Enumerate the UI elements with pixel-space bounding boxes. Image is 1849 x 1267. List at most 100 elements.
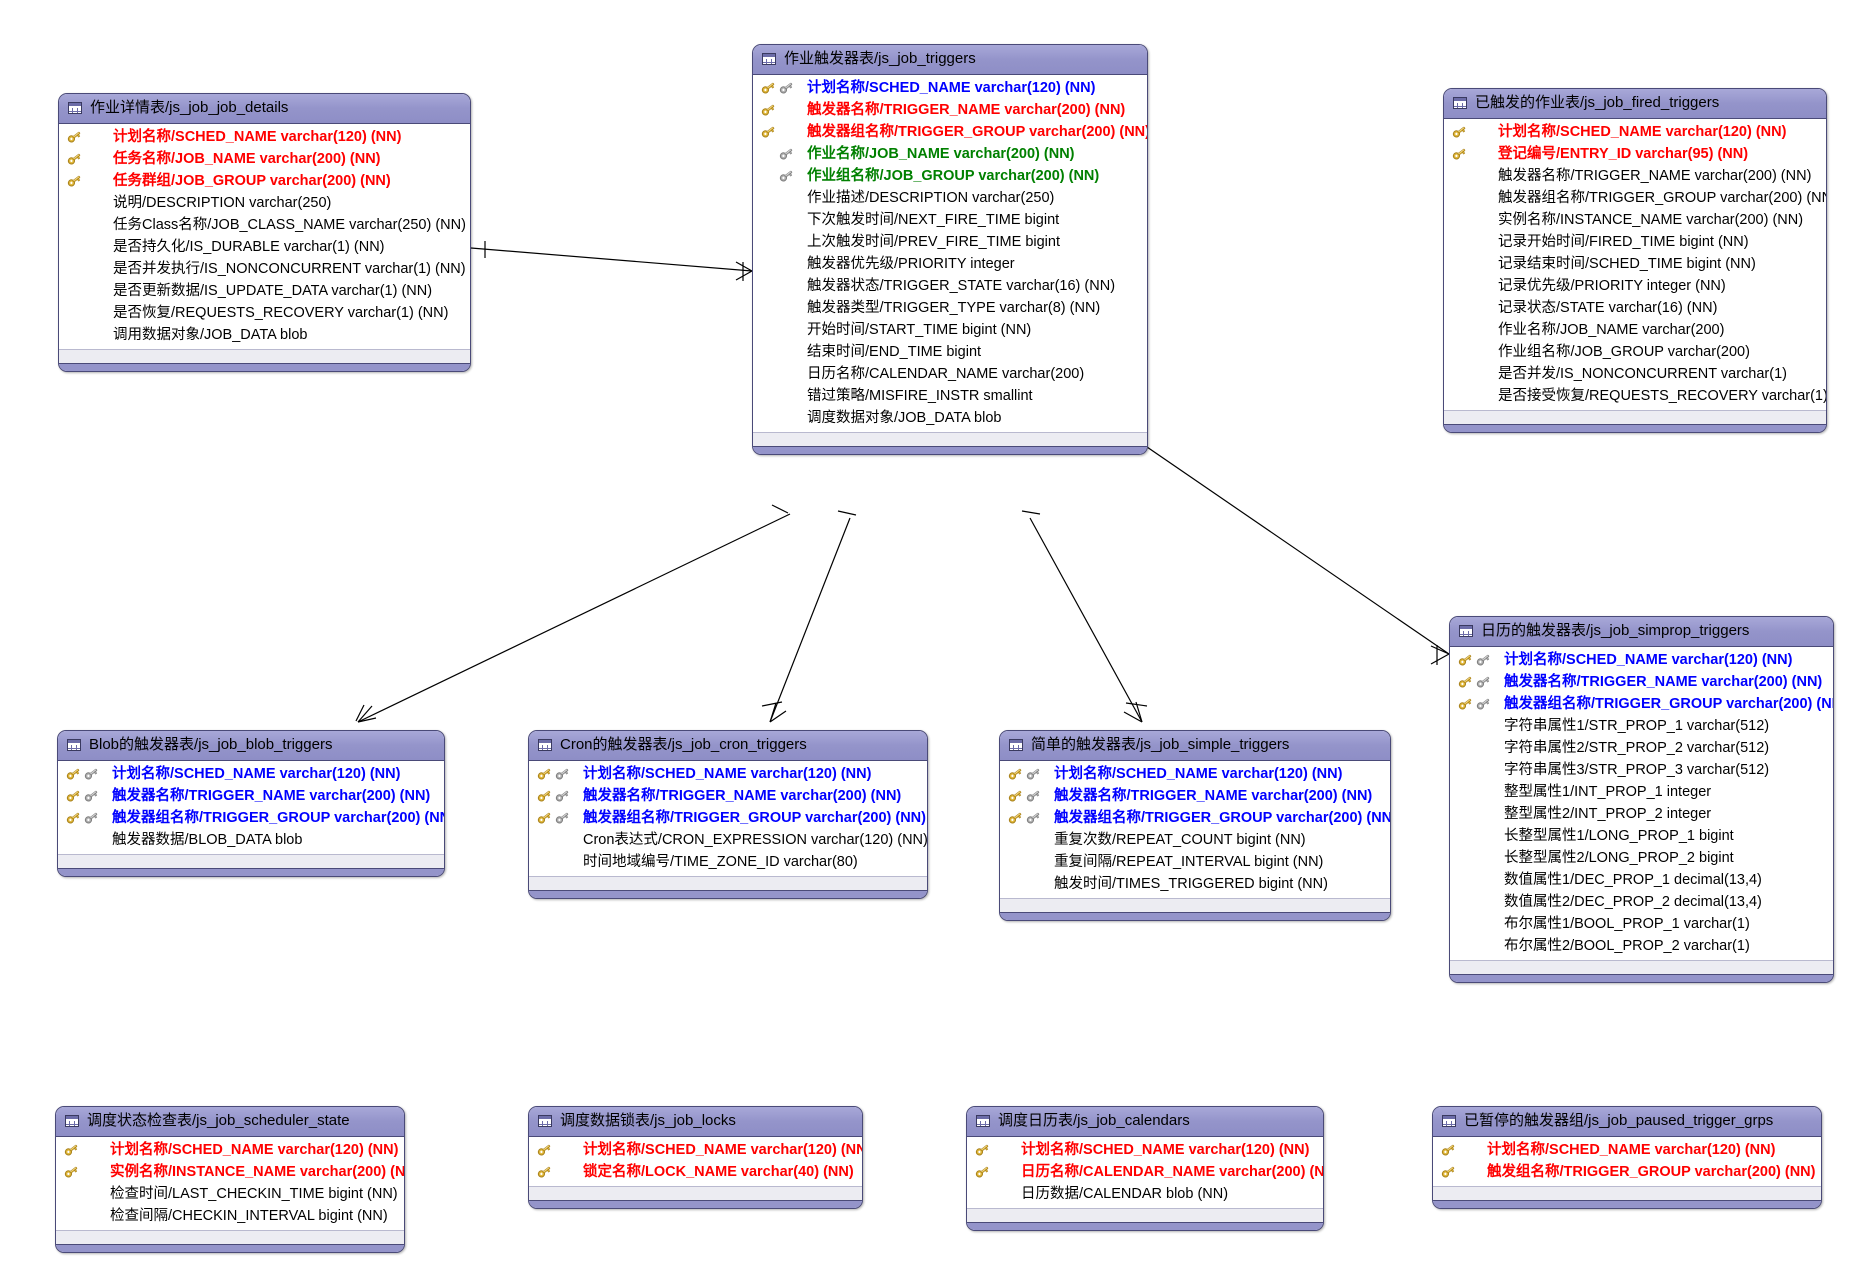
attribute-row[interactable]: 重复间隔/REPEAT_INTERVAL bigint (NN) [1000, 851, 1390, 873]
attribute-row[interactable]: 日历名称/CALENDAR_NAME varchar(200) (NN) [967, 1161, 1323, 1183]
attribute-row[interactable]: 日历数据/CALENDAR blob (NN) [967, 1183, 1323, 1205]
attribute-row[interactable]: 记录结束时间/SCHED_TIME bigint (NN) [1444, 253, 1826, 275]
attribute-row[interactable]: 是否恢复/REQUESTS_RECOVERY varchar(1) (NN) [59, 302, 470, 324]
attribute-row[interactable]: 说明/DESCRIPTION varchar(250) [59, 192, 470, 214]
entity-title-bar[interactable]: 调度状态检查表/js_job_scheduler_state [56, 1107, 404, 1137]
attribute-row[interactable]: 字符串属性3/STR_PROP_3 varchar(512) [1450, 759, 1833, 781]
entity-title-bar[interactable]: Blob的触发器表/js_job_blob_triggers [58, 731, 444, 761]
attribute-row[interactable]: 是否并发执行/IS_NONCONCURRENT varchar(1) (NN) [59, 258, 470, 280]
attribute-row[interactable]: 字符串属性1/STR_PROP_1 varchar(512) [1450, 715, 1833, 737]
attribute-row[interactable]: 作业名称/JOB_NAME varchar(200) (NN) [753, 143, 1147, 165]
entity-title-bar[interactable]: 已暂停的触发器组/js_job_paused_trigger_grps [1433, 1107, 1821, 1137]
attribute-row[interactable]: 长整型属性2/LONG_PROP_2 bigint [1450, 847, 1833, 869]
attribute-row[interactable]: 触发器组名称/TRIGGER_GROUP varchar(200) (NN) [58, 807, 444, 829]
attribute-row[interactable]: 触发器名称/TRIGGER_NAME varchar(200) (NN) [753, 99, 1147, 121]
attribute-row[interactable]: 日历名称/CALENDAR_NAME varchar(200) [753, 363, 1147, 385]
attribute-row[interactable]: 作业组名称/JOB_GROUP varchar(200) [1444, 341, 1826, 363]
attribute-row[interactable]: 字符串属性2/STR_PROP_2 varchar(512) [1450, 737, 1833, 759]
attribute-row[interactable]: 检查时间/LAST_CHECKIN_TIME bigint (NN) [56, 1183, 404, 1205]
attribute-row[interactable]: 触发器组名称/TRIGGER_GROUP varchar(200) (NN) [1444, 187, 1826, 209]
attribute-row[interactable]: 记录优先级/PRIORITY integer (NN) [1444, 275, 1826, 297]
entity-title-bar[interactable]: 作业触发器表/js_job_triggers [753, 45, 1147, 75]
attribute-row[interactable]: 记录开始时间/FIRED_TIME bigint (NN) [1444, 231, 1826, 253]
attribute-row[interactable]: 结束时间/END_TIME bigint [753, 341, 1147, 363]
attribute-row[interactable]: 下次触发时间/NEXT_FIRE_TIME bigint [753, 209, 1147, 231]
attribute-row[interactable]: 计划名称/SCHED_NAME varchar(120) (NN) [1450, 649, 1833, 671]
entity-title-bar[interactable]: 调度数据锁表/js_job_locks [529, 1107, 862, 1137]
attribute-row[interactable]: 任务Class名称/JOB_CLASS_NAME varchar(250) (N… [59, 214, 470, 236]
attribute-row[interactable]: 调用数据对象/JOB_DATA blob [59, 324, 470, 346]
attribute-row[interactable]: 计划名称/SCHED_NAME varchar(120) (NN) [1444, 121, 1826, 143]
attribute-row[interactable]: 记录状态/STATE varchar(16) (NN) [1444, 297, 1826, 319]
attribute-row[interactable]: 触发器名称/TRIGGER_NAME varchar(200) (NN) [58, 785, 444, 807]
attribute-row[interactable]: 重复次数/REPEAT_COUNT bigint (NN) [1000, 829, 1390, 851]
attribute-row[interactable]: 是否更新数据/IS_UPDATE_DATA varchar(1) (NN) [59, 280, 470, 302]
attribute-row[interactable]: 布尔属性2/BOOL_PROP_2 varchar(1) [1450, 935, 1833, 957]
attribute-row[interactable]: 错过策略/MISFIRE_INSTR smallint [753, 385, 1147, 407]
attribute-row[interactable]: 触发器名称/TRIGGER_NAME varchar(200) (NN) [1450, 671, 1833, 693]
attribute-row[interactable]: 登记编号/ENTRY_ID varchar(95) (NN) [1444, 143, 1826, 165]
attribute-row[interactable]: 触发器组名称/TRIGGER_GROUP varchar(200) (NN) [1000, 807, 1390, 829]
attribute-row[interactable]: 计划名称/SCHED_NAME varchar(120) (NN) [58, 763, 444, 785]
attribute-row[interactable]: 开始时间/START_TIME bigint (NN) [753, 319, 1147, 341]
entity-title-bar[interactable]: 简单的触发器表/js_job_simple_triggers [1000, 731, 1390, 761]
attribute-row[interactable]: 是否接受恢复/REQUESTS_RECOVERY varchar(1) [1444, 385, 1826, 407]
entity-title-bar[interactable]: Cron的触发器表/js_job_cron_triggers [529, 731, 927, 761]
attribute-row[interactable]: 触发器名称/TRIGGER_NAME varchar(200) (NN) [1000, 785, 1390, 807]
entity-title-bar[interactable]: 已触发的作业表/js_job_fired_triggers [1444, 89, 1826, 119]
attribute-row[interactable]: 检查间隔/CHECKIN_INTERVAL bigint (NN) [56, 1205, 404, 1227]
attribute-row[interactable]: 实例名称/INSTANCE_NAME varchar(200) (NN) [1444, 209, 1826, 231]
attribute-row[interactable]: 作业名称/JOB_NAME varchar(200) [1444, 319, 1826, 341]
attribute-row[interactable]: 数值属性1/DEC_PROP_1 decimal(13,4) [1450, 869, 1833, 891]
entity-title-bar[interactable]: 作业详情表/js_job_job_details [59, 94, 470, 124]
attribute-row[interactable]: 任务群组/JOB_GROUP varchar(200) (NN) [59, 170, 470, 192]
attribute-row[interactable]: 触发组名称/TRIGGER_GROUP varchar(200) (NN) [1433, 1161, 1821, 1183]
attribute-row[interactable]: 整型属性2/INT_PROP_2 integer [1450, 803, 1833, 825]
attribute-row[interactable]: 计划名称/SCHED_NAME varchar(120) (NN) [529, 763, 927, 785]
attribute-row[interactable]: 上次触发时间/PREV_FIRE_TIME bigint [753, 231, 1147, 253]
attribute-row[interactable]: 计划名称/SCHED_NAME varchar(120) (NN) [753, 77, 1147, 99]
attribute-row[interactable]: 作业描述/DESCRIPTION varchar(250) [753, 187, 1147, 209]
attribute-row[interactable]: 触发时间/TIMES_TRIGGERED bigint (NN) [1000, 873, 1390, 895]
attribute-row[interactable]: 计划名称/SCHED_NAME varchar(120) (NN) [529, 1139, 862, 1161]
entity-title-bar[interactable]: 调度日历表/js_job_calendars [967, 1107, 1323, 1137]
attribute-row[interactable]: 锁定名称/LOCK_NAME varchar(40) (NN) [529, 1161, 862, 1183]
attribute-row[interactable]: 触发器组名称/TRIGGER_GROUP varchar(200) (NN) [1450, 693, 1833, 715]
attribute-row[interactable]: 计划名称/SCHED_NAME varchar(120) (NN) [56, 1139, 404, 1161]
entity-title-bar[interactable]: 日历的触发器表/js_job_simprop_triggers [1450, 617, 1833, 647]
attribute-row[interactable]: 时间地域编号/TIME_ZONE_ID varchar(80) [529, 851, 927, 873]
attribute-row[interactable]: 布尔属性1/BOOL_PROP_1 varchar(1) [1450, 913, 1833, 935]
attribute-row[interactable]: 任务名称/JOB_NAME varchar(200) (NN) [59, 148, 470, 170]
attribute-row[interactable]: 触发器类型/TRIGGER_TYPE varchar(8) (NN) [753, 297, 1147, 319]
attribute-row[interactable]: 计划名称/SCHED_NAME varchar(120) (NN) [967, 1139, 1323, 1161]
attribute-row[interactable]: 实例名称/INSTANCE_NAME varchar(200) (NN) [56, 1161, 404, 1183]
attribute-row[interactable]: 触发器状态/TRIGGER_STATE varchar(16) (NN) [753, 275, 1147, 297]
attribute-row[interactable]: 是否并发/IS_NONCONCURRENT varchar(1) [1444, 363, 1826, 385]
attribute-row[interactable]: 数值属性2/DEC_PROP_2 decimal(13,4) [1450, 891, 1833, 913]
attribute-row[interactable]: 触发器优先级/PRIORITY integer [753, 253, 1147, 275]
attribute-row[interactable]: 是否持久化/IS_DURABLE varchar(1) (NN) [59, 236, 470, 258]
attribute-row[interactable]: 整型属性1/INT_PROP_1 integer [1450, 781, 1833, 803]
attribute-row[interactable]: 作业组名称/JOB_GROUP varchar(200) (NN) [753, 165, 1147, 187]
attribute-row[interactable]: 长整型属性1/LONG_PROP_1 bigint [1450, 825, 1833, 847]
attribute-row[interactable]: 计划名称/SCHED_NAME varchar(120) (NN) [1433, 1139, 1821, 1161]
attribute-row[interactable]: 计划名称/SCHED_NAME varchar(120) (NN) [59, 126, 470, 148]
attribute-row[interactable]: 触发器数据/BLOB_DATA blob [58, 829, 444, 851]
attribute-row[interactable]: 触发器名称/TRIGGER_NAME varchar(200) (NN) [529, 785, 927, 807]
attribute-row[interactable]: 触发器名称/TRIGGER_NAME varchar(200) (NN) [1444, 165, 1826, 187]
attribute-row[interactable]: 触发器组名称/TRIGGER_GROUP varchar(200) (NN) [753, 121, 1147, 143]
attribute-row[interactable]: 计划名称/SCHED_NAME varchar(120) (NN) [1000, 763, 1390, 785]
attribute-row[interactable]: 调度数据对象/JOB_DATA blob [753, 407, 1147, 429]
attribute-row[interactable]: Cron表达式/CRON_EXPRESSION varchar(120) (NN… [529, 829, 927, 851]
